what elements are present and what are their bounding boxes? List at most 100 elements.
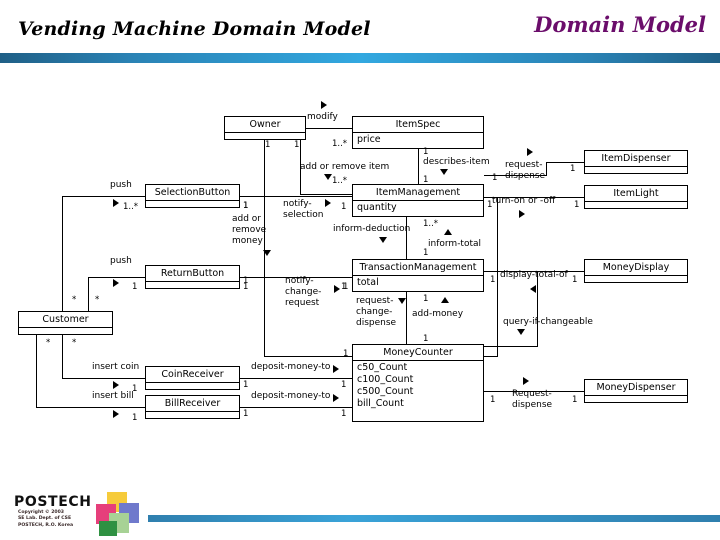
arrow-add-or-remove-item-icon — [324, 174, 332, 180]
mult-notify-selection-to: 1 — [341, 202, 347, 212]
line-display-total-of-h2 — [484, 346, 538, 348]
arrow-push-return-icon — [113, 279, 119, 287]
assoc-label-inform-total: inform-total — [428, 239, 482, 249]
arrow-turn-on-or-off-icon — [519, 210, 525, 218]
mult-insert-coin-to: 1 — [132, 384, 138, 394]
assoc-label-deposit-money-coin: deposit-money-to — [251, 362, 331, 372]
line-deposit-money-bill — [240, 407, 352, 409]
assoc-label-request-change-dispense: request-change-dispense — [356, 296, 397, 328]
footer-divider — [148, 515, 720, 522]
assoc-label-describes-item: describes-item — [423, 157, 490, 167]
class-separator — [353, 360, 483, 361]
class-box-bill-receiver[interactable]: BillReceiver — [145, 395, 240, 419]
arrow-display-total-of-icon — [530, 285, 536, 293]
line-display-total-of-v — [537, 271, 539, 346]
copyright-line-1: Copyright © 2003 — [18, 510, 64, 515]
arrow-push-selection-icon — [113, 199, 119, 207]
arrow-request-change-dispense-icon — [398, 298, 406, 304]
line-query-if-changeable-v — [497, 197, 499, 356]
assoc-label-modify: modify — [307, 112, 338, 122]
class-box-owner[interactable]: Owner — [224, 116, 306, 140]
class-box-return-button[interactable]: ReturnButton — [145, 265, 240, 289]
class-separator — [585, 166, 687, 167]
class-name-owner: Owner — [249, 119, 281, 130]
line-deposit-money-coin — [240, 378, 352, 380]
class-attr-total: total — [357, 277, 379, 288]
arrow-deposit-money-coin-icon — [333, 365, 339, 373]
class-attr-c100-count: c100_Count — [357, 374, 414, 385]
class-box-customer[interactable]: Customer — [18, 311, 113, 335]
assoc-label-request-dispense-money: Request-dispense — [512, 389, 553, 410]
mult-notify-selection-from: 1 — [243, 201, 249, 211]
class-name-money-counter: MoneyCounter — [383, 347, 453, 358]
mult-modify-from: 1 — [265, 140, 271, 150]
class-attrs-money-counter: c50_Count c100_Count c500_Count bill_Cou… — [353, 361, 483, 412]
arrow-query-if-changeable-icon — [517, 329, 525, 335]
line-display-total-of — [484, 271, 584, 273]
arrow-inform-deduction-icon — [379, 237, 387, 243]
line-modify — [306, 128, 352, 130]
arrow-add-or-remove-money-icon — [263, 250, 271, 256]
line-request-dispense-money — [484, 391, 584, 393]
class-attrs-bill-receiver — [146, 412, 239, 418]
mult-push-return-to: 1 — [132, 282, 138, 292]
class-box-selection-button[interactable]: SelectionButton — [145, 184, 240, 208]
section-title: Domain Model — [534, 12, 706, 37]
line-push-return-h — [88, 277, 145, 279]
class-name-customer: Customer — [42, 314, 89, 325]
mult-add-money-from: 1 — [423, 294, 429, 304]
assoc-label-notify-change-request: notify-change-request — [285, 276, 322, 308]
line-request-dispense-item-h2 — [546, 162, 584, 164]
assoc-label-add-or-remove-money: add or remove money — [232, 214, 267, 246]
mult-notify-change-request-from: 1 — [243, 282, 249, 292]
class-box-transaction-management[interactable]: TransactionManagement total — [352, 259, 484, 292]
mult-push-return-from: * — [95, 295, 100, 305]
mult-notify-change-request-to: 1 — [341, 282, 347, 292]
assoc-label-add-or-remove-item: add or remove item — [300, 162, 390, 172]
class-separator — [146, 200, 239, 201]
class-attrs-money-dispenser — [585, 396, 687, 402]
line-notify-change-request — [240, 277, 352, 279]
mult-deposit-money-coin-from: 1 — [243, 380, 249, 390]
class-separator — [353, 132, 483, 133]
mult-display-total-of-to: 1 — [572, 275, 578, 285]
mult-request-dispense-item-to: 1 — [570, 164, 576, 174]
line-insert-coin-v — [62, 335, 64, 378]
mult-describes-item-to: 1 — [423, 175, 429, 185]
mult-turn-on-or-off-from: 1 — [487, 200, 493, 210]
class-box-money-counter[interactable]: MoneyCounter c50_Count c100_Count c500_C… — [352, 344, 484, 422]
class-name-selection-button: SelectionButton — [154, 187, 231, 198]
class-box-item-spec[interactable]: ItemSpec price — [352, 116, 484, 149]
arrow-insert-coin-icon — [113, 381, 119, 389]
class-box-item-management[interactable]: ItemManagement quantity — [352, 184, 484, 217]
line-request-dispense-item-h1 — [484, 175, 546, 177]
assoc-label-display-total-of: display-total-of — [500, 270, 568, 280]
class-separator — [585, 275, 687, 276]
mult-modify-to: 1..* — [332, 139, 348, 149]
class-box-coin-receiver[interactable]: CoinReceiver — [145, 366, 240, 390]
class-separator — [146, 411, 239, 412]
class-name-item-dispenser: ItemDispenser — [601, 153, 671, 164]
assoc-label-add-money: add-money — [412, 309, 464, 319]
assoc-label-notify-selection: notify-selection — [283, 199, 324, 220]
class-box-item-light[interactable]: ItemLight — [584, 185, 688, 209]
class-box-money-display[interactable]: MoneyDisplay — [584, 259, 688, 283]
class-name-coin-receiver: CoinReceiver — [161, 369, 224, 380]
mult-push-selection-from: * — [72, 295, 77, 305]
mult-inform-deduction-from: 1..* — [423, 219, 439, 229]
class-box-money-dispenser[interactable]: MoneyDispenser — [584, 379, 688, 403]
class-box-item-dispenser[interactable]: ItemDispenser — [584, 150, 688, 174]
page-title: Vending Machine Domain Model — [18, 18, 371, 40]
class-attr-quantity: quantity — [357, 202, 397, 213]
assoc-label-insert-bill: insert bill — [92, 391, 134, 401]
line-describes-item — [418, 149, 420, 184]
line-push-return-v — [88, 277, 90, 311]
line-add-money — [406, 292, 408, 344]
arrow-add-money-icon — [441, 297, 449, 303]
arrow-insert-bill-icon — [113, 410, 119, 418]
mult-add-remove-item-to: 1..* — [332, 176, 348, 186]
mult-display-total-of-from: 1 — [490, 275, 496, 285]
class-attr-price: price — [357, 134, 381, 145]
arrow-modify-icon — [321, 101, 327, 109]
logo-square-green — [99, 521, 117, 536]
